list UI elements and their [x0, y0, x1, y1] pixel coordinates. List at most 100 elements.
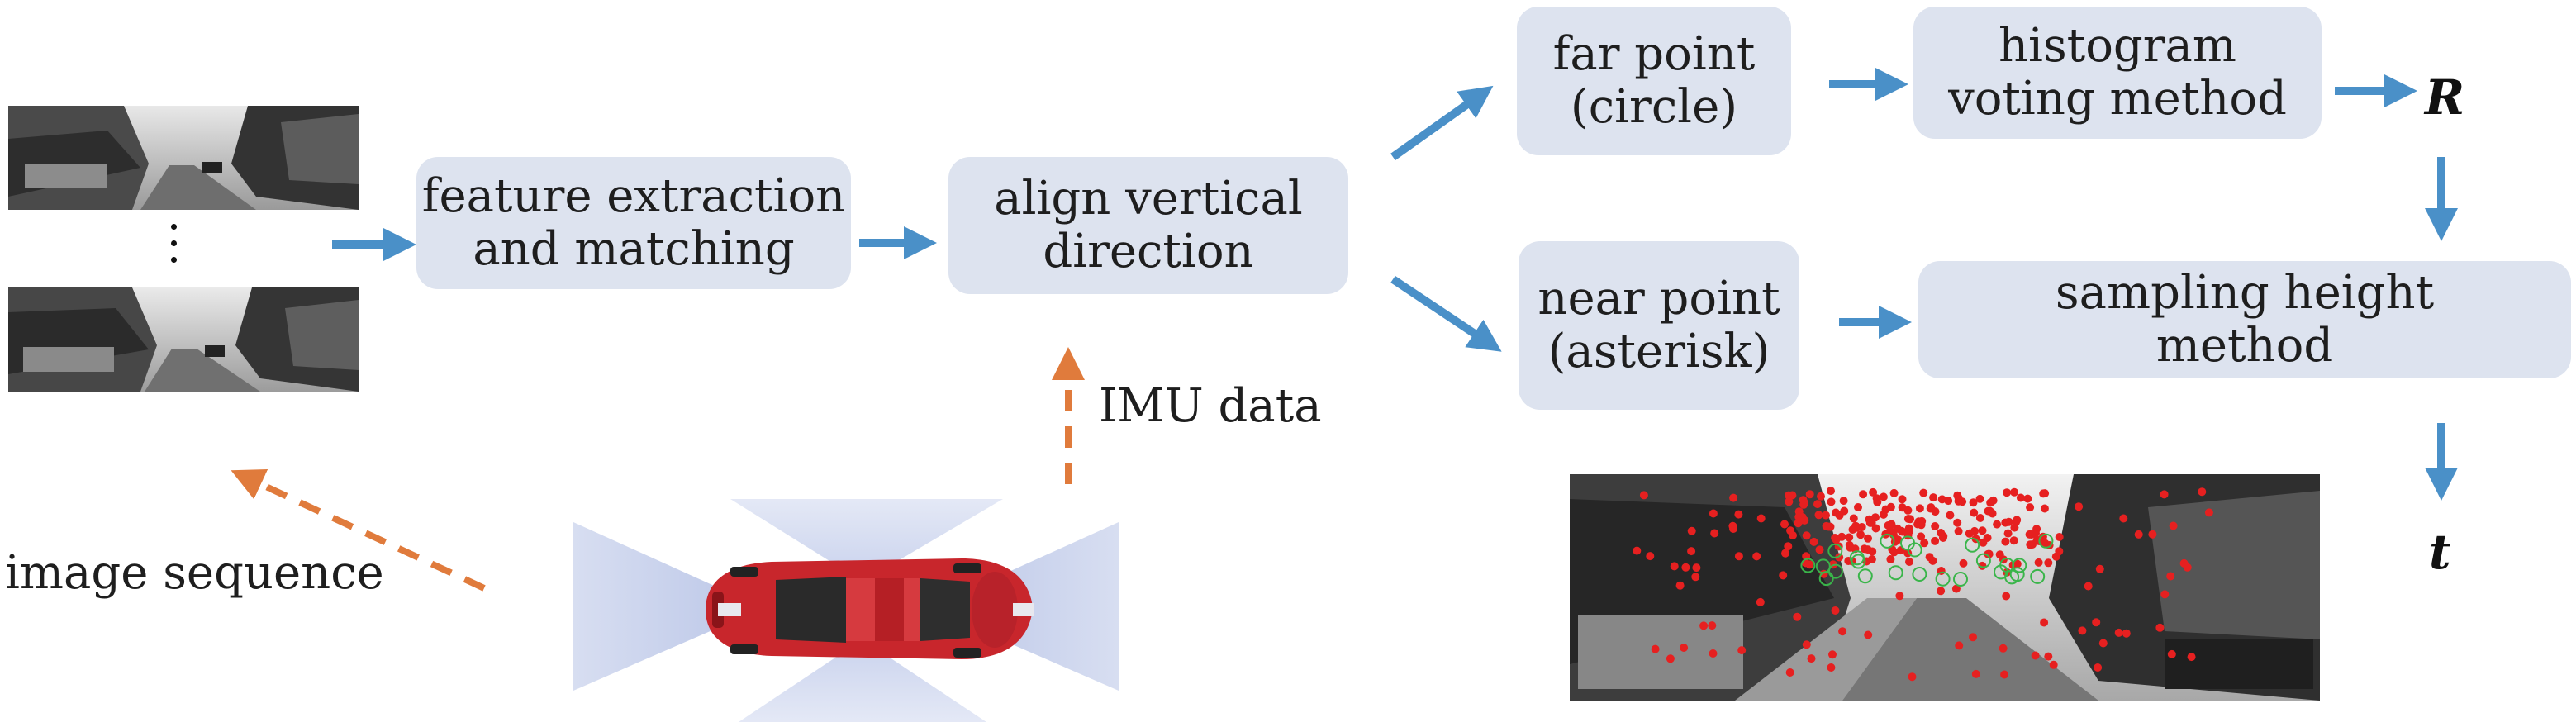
green-feature-point: [1888, 565, 1903, 581]
red-feature-point: [2160, 490, 2169, 499]
histogram-voting-box: histogram voting method: [1913, 7, 2322, 139]
red-feature-point: [1802, 531, 1811, 540]
red-feature-point: [2010, 487, 2019, 497]
red-feature-point: [1639, 491, 1648, 500]
red-feature-point: [1946, 511, 1955, 520]
red-feature-point: [1887, 520, 1896, 529]
red-feature-point: [1817, 492, 1825, 501]
rotation-symbol: R: [2425, 69, 2465, 126]
green-feature-point: [1800, 558, 1816, 573]
dashed-arrow-camera-to-images: [231, 469, 486, 592]
red-feature-point: [1646, 552, 1655, 561]
red-feature-point: [2148, 530, 2157, 539]
green-feature-point: [1907, 542, 1922, 558]
red-feature-point: [1691, 573, 1700, 582]
red-feature-point: [1734, 552, 1743, 561]
red-feature-point: [1915, 504, 1924, 513]
feature-extraction-box: feature extraction and matching: [416, 157, 851, 289]
red-feature-point: [1793, 612, 1802, 621]
input-image-bottom: [8, 287, 359, 392]
image-sequence-label: image sequence: [5, 546, 384, 600]
red-feature-point: [1815, 545, 1824, 554]
red-feature-point: [2183, 563, 2192, 572]
red-feature-point: [1898, 503, 1907, 512]
red-feature-point: [2119, 514, 2128, 523]
red-feature-point: [1839, 497, 1848, 506]
red-feature-point: [2155, 623, 2165, 632]
red-feature-point: [2004, 517, 2013, 526]
red-feature-point: [2075, 502, 2084, 511]
red-feature-point: [1789, 531, 1797, 539]
red-feature-point: [1938, 534, 1947, 542]
red-feature-point: [1827, 663, 1836, 672]
red-feature-point: [2039, 489, 2048, 498]
car-top-view-icon: [706, 558, 1034, 659]
red-feature-point: [1869, 487, 1878, 497]
red-feature-point: [1670, 562, 1679, 571]
red-feature-point: [1917, 532, 1926, 541]
red-feature-point: [1680, 644, 1689, 652]
red-feature-point: [2023, 494, 2032, 503]
green-feature-point: [1965, 537, 1980, 553]
green-feature-point: [1935, 571, 1951, 587]
ellipsis-dot: [171, 224, 177, 230]
red-feature-point: [1931, 522, 1940, 530]
green-feature-point: [1851, 554, 1866, 569]
red-feature-point: [1785, 497, 1794, 506]
imu-data-label: IMU data: [1099, 379, 1322, 433]
red-feature-point: [1983, 534, 1992, 542]
align-vertical-box: align vertical direction: [948, 157, 1348, 294]
red-feature-point: [1837, 532, 1846, 541]
red-feature-point: [2026, 540, 2035, 549]
red-feature-point: [2003, 488, 2012, 497]
red-feature-point: [1831, 534, 1840, 542]
green-feature-point: [1818, 571, 1834, 587]
green-feature-point: [1912, 567, 1927, 582]
red-feature-point: [2198, 487, 2207, 497]
red-feature-point: [1752, 552, 1761, 561]
red-feature-point: [2031, 651, 2040, 660]
red-feature-point: [1927, 503, 1936, 512]
arrow-align-to-far: [1390, 85, 1494, 161]
red-feature-point: [1709, 649, 1718, 658]
red-feature-point: [2055, 547, 2064, 556]
red-feature-point: [2078, 626, 2087, 635]
red-feature-point: [2012, 518, 2020, 526]
red-feature-point: [1734, 510, 1743, 519]
red-feature-point: [1953, 518, 1962, 527]
red-feature-point: [1986, 498, 1995, 507]
red-feature-point: [1729, 493, 1738, 502]
red-feature-point: [1944, 497, 1953, 506]
sampling-height-box: sampling height method: [1918, 261, 2571, 378]
red-feature-point: [2040, 504, 2049, 513]
red-feature-point: [1779, 571, 1788, 580]
red-feature-point: [1920, 539, 1929, 548]
red-feature-point: [2187, 653, 2196, 662]
red-feature-point: [1687, 547, 1696, 556]
red-feature-point: [1864, 630, 1873, 639]
red-feature-point: [1937, 587, 1946, 596]
red-feature-point: [1919, 488, 1928, 497]
red-feature-point: [2001, 537, 2010, 546]
red-feature-point: [1633, 546, 1642, 555]
red-feature-point: [1970, 508, 1979, 517]
red-feature-point: [2134, 530, 2143, 539]
green-feature-point: [1994, 564, 2008, 580]
red-feature-point: [2009, 536, 2018, 545]
red-feature-point: [1929, 493, 1938, 502]
red-feature-point: [1827, 497, 1836, 506]
red-feature-point: [1849, 514, 1858, 523]
red-feature-point: [1784, 542, 1793, 551]
red-feature-point: [1822, 511, 1830, 520]
near-point-box: near point (asterisk): [1519, 241, 1799, 410]
red-feature-point: [1905, 558, 1913, 566]
red-feature-point: [1889, 488, 1899, 497]
green-feature-point: [1827, 543, 1843, 558]
red-feature-point: [1918, 516, 1927, 525]
red-feature-point: [1805, 490, 1814, 499]
red-feature-point: [1709, 509, 1718, 518]
red-feature-point: [1984, 549, 1993, 558]
red-feature-point: [1931, 536, 1940, 545]
